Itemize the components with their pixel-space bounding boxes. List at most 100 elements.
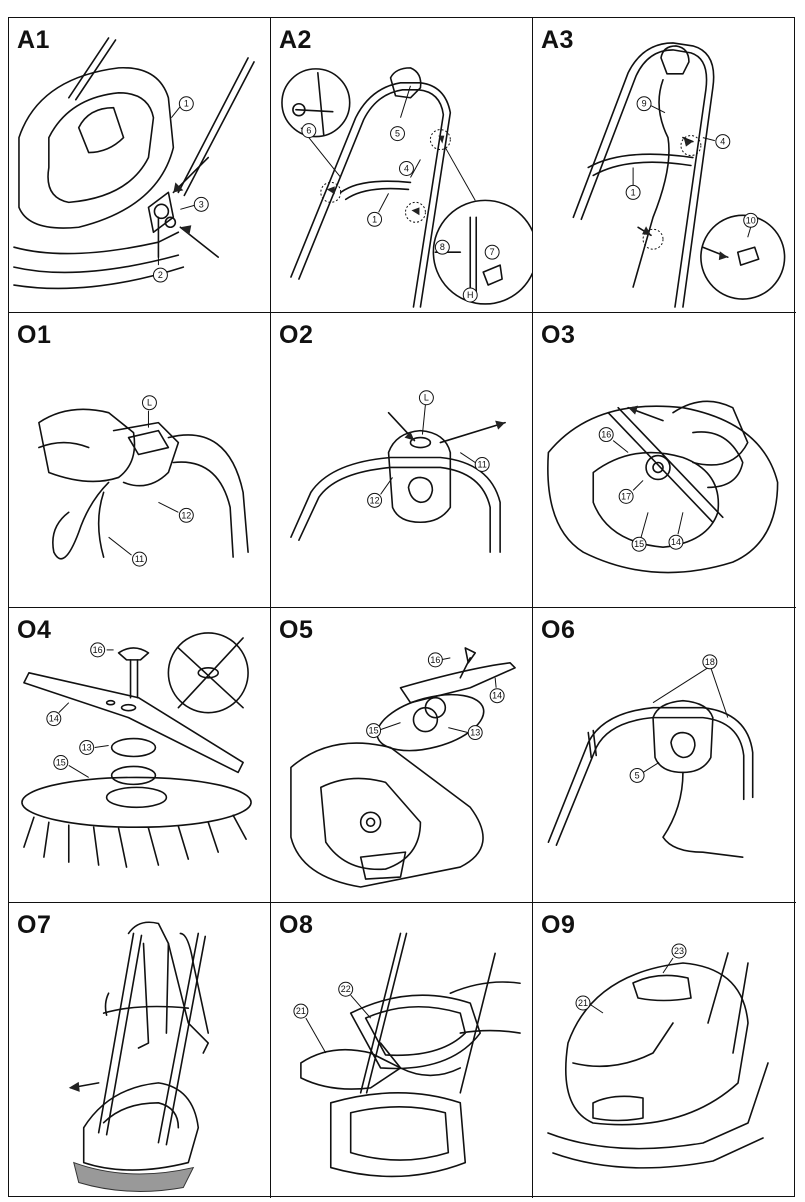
callout-marker: 7 bbox=[484, 244, 500, 260]
panel-label: A3 bbox=[541, 26, 574, 54]
callout-marker: 1 bbox=[178, 96, 194, 112]
callout-marker: 21 bbox=[575, 995, 591, 1011]
svg-text:3: 3 bbox=[199, 199, 204, 209]
callout-marker: 11 bbox=[132, 551, 147, 567]
panel-label: O3 bbox=[541, 321, 576, 349]
svg-text:16: 16 bbox=[601, 430, 611, 440]
svg-text:12: 12 bbox=[370, 495, 380, 505]
svg-text:13: 13 bbox=[82, 743, 92, 753]
a1-illustration: 1 2 3 bbox=[13, 37, 255, 290]
callout-marker: 15 bbox=[366, 723, 382, 739]
o8-illustration: 21 22 bbox=[293, 932, 521, 1178]
panel-label: O5 bbox=[279, 616, 314, 644]
callout-marker: 3 bbox=[193, 196, 209, 212]
callout-marker: 9 bbox=[636, 96, 652, 112]
svg-text:12: 12 bbox=[181, 510, 191, 520]
callout-marker: 8 bbox=[434, 239, 450, 255]
svg-text:5: 5 bbox=[635, 770, 640, 780]
panel-o8: O8 21 22 bbox=[271, 903, 533, 1198]
panel-label: O9 bbox=[541, 911, 576, 939]
panel-label: A1 bbox=[17, 26, 50, 54]
callout-marker: 21 bbox=[293, 1003, 309, 1019]
svg-text:13: 13 bbox=[470, 728, 480, 738]
o9-illustration: 21 23 bbox=[547, 943, 769, 1169]
callout-marker: 5 bbox=[390, 126, 405, 142]
svg-text:8: 8 bbox=[440, 242, 445, 252]
svg-text:H: H bbox=[467, 290, 473, 300]
panel-o2: O2 L 11 12 bbox=[271, 313, 533, 608]
callout-marker: 12 bbox=[178, 507, 194, 523]
callout-marker: 15 bbox=[53, 754, 69, 770]
callout-marker: 17 bbox=[618, 488, 634, 504]
callout-marker: 13 bbox=[79, 740, 95, 755]
callout-marker: 15 bbox=[631, 536, 647, 552]
callout-marker: 1 bbox=[367, 211, 383, 227]
panel-label: O7 bbox=[17, 911, 52, 939]
panel-o3: O3 14 15 16 17 bbox=[533, 313, 796, 608]
callout-marker: 14 bbox=[46, 711, 62, 727]
callout-marker: 14 bbox=[668, 534, 684, 550]
svg-text:14: 14 bbox=[671, 537, 681, 547]
svg-text:6: 6 bbox=[306, 126, 311, 136]
callout-marker: 1 bbox=[625, 184, 641, 200]
panel-o6: O6 5 18 bbox=[533, 608, 796, 903]
svg-text:16: 16 bbox=[430, 655, 440, 665]
panel-label: O6 bbox=[541, 616, 576, 644]
panel-label: O1 bbox=[17, 321, 52, 349]
svg-text:22: 22 bbox=[341, 984, 351, 994]
callout-marker: 22 bbox=[338, 981, 354, 997]
callout-marker: 5 bbox=[629, 767, 645, 783]
o5-illustration: 13 14 15 16 bbox=[290, 647, 516, 888]
panel-a2: A2 1 4 5 6 bbox=[271, 18, 533, 313]
panel-label: O8 bbox=[279, 911, 314, 939]
svg-text:1: 1 bbox=[372, 214, 377, 224]
o3-illustration: 14 15 16 17 bbox=[547, 400, 779, 574]
o7-illustration bbox=[68, 921, 210, 1192]
callout-marker: 16 bbox=[90, 642, 106, 658]
o4-illustration: 13 14 15 16 bbox=[21, 632, 252, 868]
panel-label: O2 bbox=[279, 321, 314, 349]
panel-o9: O9 21 23 bbox=[533, 903, 796, 1198]
svg-text:9: 9 bbox=[642, 99, 647, 109]
callout-marker: 16 bbox=[598, 427, 614, 443]
svg-text:21: 21 bbox=[578, 998, 588, 1008]
svg-text:10: 10 bbox=[746, 215, 756, 225]
callout-marker: 16 bbox=[427, 652, 443, 668]
svg-text:1: 1 bbox=[184, 99, 189, 109]
o1-illustration: L 11 12 bbox=[38, 395, 249, 567]
svg-text:16: 16 bbox=[93, 645, 103, 655]
a2-illustration: 1 4 5 6 7 8 H bbox=[281, 67, 532, 308]
callout-marker: 11 bbox=[474, 457, 490, 472]
callout-marker: H bbox=[462, 287, 478, 303]
callout-marker: 18 bbox=[702, 654, 718, 670]
illustration-grid: A1 1 2 3 A2 bbox=[8, 17, 796, 1198]
callout-marker: L bbox=[141, 395, 157, 411]
svg-text:21: 21 bbox=[296, 1006, 306, 1016]
callout-marker: 12 bbox=[367, 492, 383, 508]
svg-text:4: 4 bbox=[404, 163, 409, 173]
panel-o5: O5 13 14 15 16 bbox=[271, 608, 533, 903]
svg-text:18: 18 bbox=[705, 657, 715, 667]
callout-marker: 6 bbox=[301, 123, 317, 139]
callout-marker: 4 bbox=[715, 134, 731, 150]
callout-marker: 4 bbox=[399, 161, 414, 176]
panel-o7: O7 bbox=[9, 903, 271, 1198]
panel-a1: A1 1 2 3 bbox=[9, 18, 271, 313]
svg-text:5: 5 bbox=[395, 129, 400, 139]
callout-marker: 13 bbox=[467, 725, 483, 741]
svg-text:15: 15 bbox=[369, 726, 379, 736]
svg-text:1: 1 bbox=[631, 187, 636, 197]
callout-marker: 14 bbox=[489, 688, 505, 704]
svg-text:7: 7 bbox=[490, 247, 495, 257]
svg-text:14: 14 bbox=[492, 691, 502, 701]
panel-o1: O1 L 11 12 bbox=[9, 313, 271, 608]
callout-marker: 10 bbox=[743, 212, 759, 228]
svg-text:11: 11 bbox=[478, 459, 487, 469]
svg-text:2: 2 bbox=[158, 270, 163, 280]
svg-text:14: 14 bbox=[49, 714, 59, 724]
svg-text:15: 15 bbox=[634, 539, 644, 549]
a3-illustration: 1 4 9 10 bbox=[572, 42, 786, 308]
svg-text:17: 17 bbox=[621, 491, 631, 501]
o2-illustration: L 11 12 bbox=[290, 390, 506, 553]
callout-marker: L bbox=[418, 390, 434, 406]
